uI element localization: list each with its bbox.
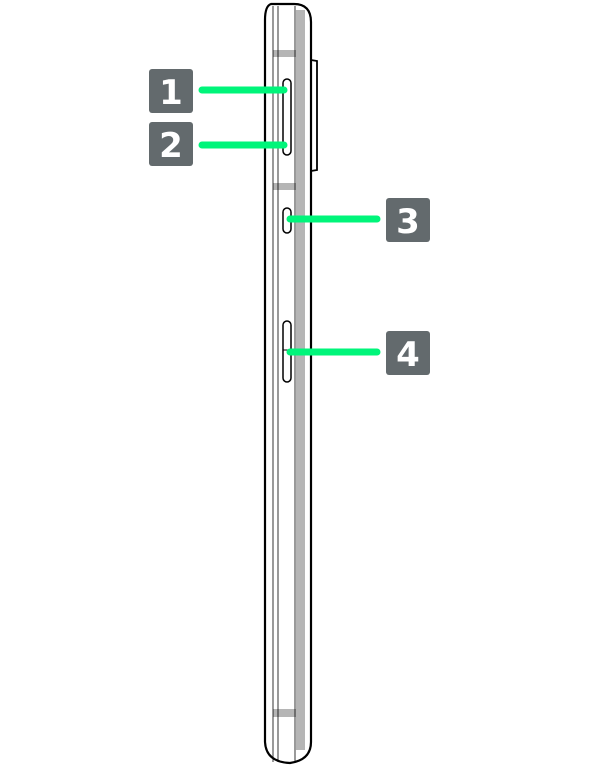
side-protrusion (310, 59, 318, 172)
antenna-band-top (273, 50, 305, 57)
callout-number: 4 (396, 335, 420, 375)
callout-badge-4: 4 (386, 331, 430, 375)
frame-band (296, 10, 305, 750)
callout-badge-3: 3 (386, 198, 430, 242)
callout-number: 2 (159, 126, 183, 166)
callout-number: 3 (396, 202, 420, 242)
phone-outline (263, 2, 313, 765)
antenna-band-bottom (273, 709, 305, 717)
leader-lines (198, 86, 381, 356)
antenna-band-mid (273, 183, 305, 190)
phone-body (263, 2, 318, 765)
callout-badge-1: 1 (149, 69, 193, 113)
volume-key (282, 78, 292, 156)
callout-number: 1 (159, 73, 183, 113)
callout-badge-2: 2 (149, 122, 193, 166)
